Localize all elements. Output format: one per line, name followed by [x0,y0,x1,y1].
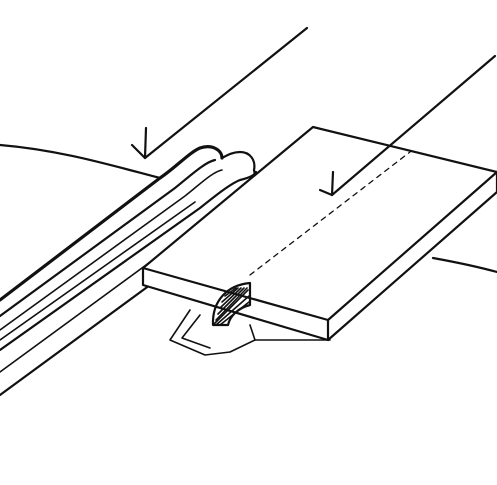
feed-direction-arrow-board [318,54,497,197]
blade-insert-plate [169,309,256,356]
feed-direction-arrow-fence [130,26,309,160]
cut-line-dashed [249,151,411,276]
workpiece-board [141,125,497,342]
saw-blade [211,281,252,327]
router-table-surface [0,143,497,274]
